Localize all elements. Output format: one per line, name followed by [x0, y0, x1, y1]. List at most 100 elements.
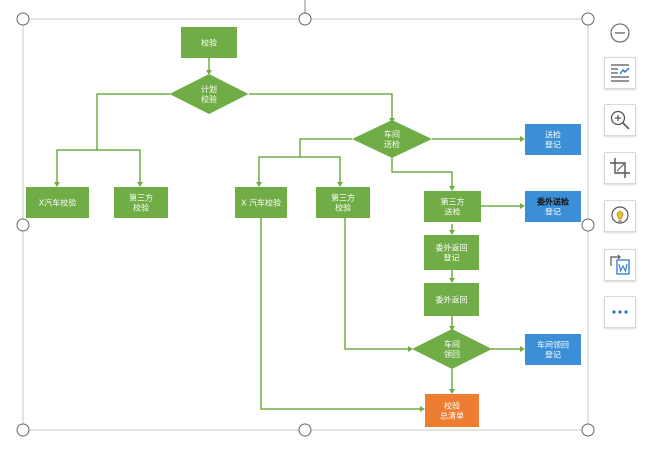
layout-options-button[interactable]	[604, 57, 636, 89]
node-shape	[412, 329, 492, 369]
connector	[391, 158, 453, 188]
resize-handle-bottom-right[interactable]	[581, 423, 595, 437]
node-label: 委外返回	[436, 243, 468, 253]
connector	[249, 93, 393, 120]
node-label: 校验	[444, 401, 460, 411]
node-shape	[235, 187, 287, 218]
flowchart-decision-node: 车间领回	[412, 329, 492, 369]
flowchart-process-node: 校验	[181, 27, 237, 58]
arrowhead	[449, 230, 455, 235]
node-shape	[424, 235, 479, 270]
crop-button[interactable]	[604, 152, 636, 184]
arrowhead	[256, 182, 262, 187]
word-convert-icon	[610, 254, 630, 275]
arrowhead	[420, 406, 425, 412]
node-label: 委外送检	[536, 197, 569, 207]
arrowhead	[449, 186, 455, 191]
connectors	[56, 58, 522, 410]
more-button[interactable]	[604, 296, 636, 328]
connector	[300, 156, 341, 184]
node-label: 第三方	[441, 197, 465, 207]
resize-handle-top-right[interactable]	[581, 12, 595, 26]
node-label: 车间	[444, 339, 460, 349]
connector	[260, 218, 422, 410]
node-shape	[525, 334, 581, 365]
node-label: X汽车校验	[39, 198, 76, 208]
zoom-in-button[interactable]	[604, 104, 636, 136]
node-label: 登记	[545, 350, 561, 360]
resize-handle-bottom-left[interactable]	[16, 423, 30, 437]
arrowhead	[520, 346, 525, 352]
node-shape	[169, 74, 249, 114]
node-label: 送检	[445, 207, 461, 217]
node-label: 校验	[201, 38, 217, 48]
crop-icon	[610, 158, 630, 178]
lightbulb-icon	[611, 206, 629, 224]
ideas-button[interactable]	[604, 200, 636, 232]
connector	[97, 149, 141, 184]
more-icon	[612, 310, 628, 314]
node-shape	[316, 187, 370, 218]
flowchart-process-node: X 汽车校验	[235, 187, 287, 218]
node-shape	[114, 187, 168, 218]
node-label: 送检	[384, 139, 400, 149]
node-shape	[26, 187, 89, 218]
node-label: 领回	[444, 349, 460, 359]
connector	[344, 218, 410, 350]
arrowhead	[520, 136, 525, 142]
arrowhead	[337, 182, 343, 187]
resize-handle-top-left[interactable]	[16, 12, 30, 26]
arrowhead	[449, 389, 455, 394]
node-label: 校验	[335, 203, 351, 213]
resize-handle-middle-right[interactable]	[581, 218, 595, 232]
arrowhead	[449, 326, 455, 331]
node-label: 第三方	[129, 193, 153, 203]
node-label: 送检	[545, 130, 561, 140]
arrowhead	[137, 182, 143, 187]
node-label: 车间	[384, 129, 400, 139]
zoom-in-icon	[610, 110, 630, 130]
flowchart-process-node: 委外返回	[424, 283, 479, 316]
resize-handles[interactable]	[16, 12, 595, 437]
arrowhead	[54, 182, 60, 187]
arrowhead	[408, 346, 413, 352]
node-label: 登记	[545, 140, 561, 150]
node-shape	[424, 191, 481, 222]
node-label: X 汽车校验	[241, 198, 281, 208]
convert-to-word-button[interactable]	[604, 249, 636, 281]
arrowhead	[206, 70, 212, 75]
node-label: 车间领回	[537, 340, 569, 350]
node-label: 计划	[201, 84, 217, 94]
node-shape	[425, 394, 479, 427]
node-shape	[352, 120, 432, 158]
node-shape	[181, 27, 237, 58]
resize-handle-top-center[interactable]	[298, 12, 312, 26]
node-label: 委外返回	[436, 295, 468, 305]
node-shape	[424, 283, 479, 316]
node-label: 总清单	[440, 411, 464, 421]
resize-handle-bottom-center[interactable]	[298, 423, 312, 437]
minus-circle-icon	[610, 23, 630, 43]
node-label: 校验	[201, 94, 217, 104]
node-shape	[525, 124, 581, 155]
selection-frame	[22, 18, 589, 431]
resize-handle-middle-left[interactable]	[16, 218, 30, 232]
layout-options-icon	[611, 64, 630, 82]
flowchart-process-node: X汽车校验	[26, 187, 89, 218]
node-label: 第三方	[331, 193, 355, 203]
node-label: 登记	[444, 253, 460, 263]
node-shape	[525, 191, 581, 222]
node-label: 登记	[545, 207, 561, 217]
collapse-toolbar-button[interactable]	[609, 22, 631, 44]
arrowheads	[54, 70, 525, 412]
